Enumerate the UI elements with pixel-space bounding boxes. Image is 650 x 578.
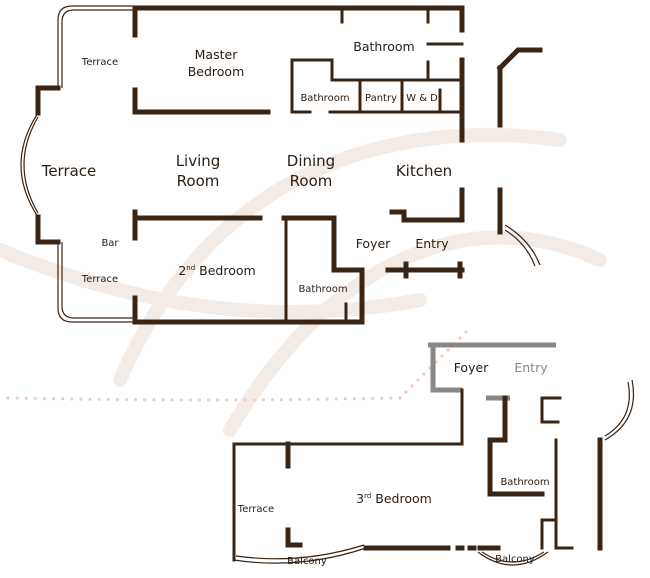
- label-wd: W & D: [406, 93, 438, 104]
- decorative-dot: [361, 397, 366, 401]
- label-master-bedroom-line1: Master: [195, 47, 239, 62]
- decorative-dot: [170, 398, 174, 402]
- decorative-dot: [234, 398, 238, 402]
- decorative-dot: [334, 397, 338, 401]
- label-living-line2: Room: [177, 172, 220, 190]
- label-bathroom-third: Bathroom: [500, 477, 549, 488]
- decorative-dot: [398, 396, 402, 400]
- label-entry-lower: Entry: [514, 360, 548, 375]
- decorative-dot: [207, 398, 211, 402]
- decorative-dot: [15, 396, 19, 400]
- label-living-line1: Living: [176, 152, 221, 170]
- decorative-dot: [446, 348, 450, 352]
- decorative-dot: [343, 397, 347, 401]
- second-bedroom-word: Bedroom: [195, 263, 256, 278]
- decorative-dot: [307, 397, 311, 401]
- decorative-dot: [416, 378, 420, 382]
- label-master-bedroom-line2: Bedroom: [188, 64, 245, 79]
- decorative-dot: [316, 397, 320, 401]
- decorative-dot: [270, 398, 274, 402]
- label-entry-upper: Entry: [415, 236, 449, 251]
- decorative-dot: [24, 396, 28, 400]
- decorative-dot: [33, 396, 37, 400]
- label-terrace-main: Terrace: [41, 162, 97, 180]
- label-foyer-upper: Foyer: [356, 236, 391, 251]
- decorative-dot: [325, 397, 329, 401]
- third-bedroom-suffix: rd: [364, 492, 371, 500]
- label-dining-line2: Room: [290, 172, 333, 190]
- label-dining-line1: Dining: [287, 152, 335, 170]
- decorative-dot: [124, 398, 129, 402]
- decorative-dot: [410, 384, 414, 388]
- label-balcony-right: Balcony: [495, 554, 535, 565]
- decorative-dot: [88, 397, 92, 401]
- lower-unit-walls: [232, 342, 635, 566]
- decorative-dot: [422, 372, 426, 376]
- decorative-dot: [243, 398, 247, 402]
- decorative-dot: [152, 398, 156, 402]
- decorative-dot: [79, 397, 83, 401]
- label-kitchen: Kitchen: [396, 162, 452, 180]
- background-swirl: [0, 127, 607, 437]
- decorative-dot: [188, 398, 192, 402]
- decorative-dot: [298, 397, 302, 401]
- decorative-dot: [106, 397, 110, 401]
- third-bedroom-number: 3: [356, 491, 364, 506]
- label-terrace-lower: Terrace: [81, 274, 118, 285]
- decorative-dot: [216, 398, 220, 402]
- label-pantry: Pantry: [365, 93, 397, 104]
- label-bathroom-second: Bathroom: [298, 284, 347, 295]
- decorative-dot: [161, 398, 165, 402]
- decorative-dot: [252, 398, 256, 402]
- decorative-dot: [352, 397, 356, 401]
- label-balcony-left: Balcony: [287, 556, 327, 567]
- decorative-dot: [380, 396, 384, 400]
- decorative-dot: [440, 354, 444, 358]
- label-foyer-lower: Foyer: [454, 360, 489, 375]
- decorative-dot: [225, 398, 229, 402]
- second-bedroom-suffix: nd: [186, 264, 195, 272]
- label-bathroom-small: Bathroom: [300, 93, 349, 104]
- decorative-dot: [389, 396, 393, 400]
- label-third-bedroom: 3rd Bedroom: [356, 491, 432, 506]
- decorative-dot: [279, 398, 284, 402]
- label-bathroom-master: Bathroom: [353, 39, 414, 54]
- decorative-dot: [115, 397, 119, 402]
- decorative-dot: [179, 398, 183, 402]
- decorative-dot: [134, 398, 138, 402]
- third-bedroom-word: Bedroom: [371, 491, 432, 506]
- decorative-dot: [6, 396, 10, 400]
- label-terrace-third: Terrace: [237, 504, 274, 515]
- second-bedroom-number: 2: [178, 263, 186, 278]
- decorative-dot: [52, 397, 56, 401]
- label-bar: Bar: [101, 238, 119, 249]
- decorative-dot: [289, 397, 293, 402]
- label-second-bedroom: 2nd Bedroom: [178, 263, 255, 278]
- decorative-dot: [261, 398, 265, 402]
- decorative-dot: [61, 397, 65, 401]
- decorative-dot: [42, 397, 47, 401]
- decorative-dot: [97, 397, 101, 401]
- decorative-dot: [70, 397, 74, 401]
- label-terrace-top: Terrace: [81, 57, 118, 68]
- decorative-dot: [371, 396, 375, 400]
- decorative-dot: [404, 390, 408, 394]
- decorative-dot: [464, 330, 468, 334]
- decorative-dot: [143, 398, 147, 402]
- decorative-dotted-line: [6, 330, 468, 402]
- decorative-dot: [458, 336, 462, 340]
- decorative-dot: [197, 398, 201, 402]
- upper-unit-walls: [20, 5, 543, 325]
